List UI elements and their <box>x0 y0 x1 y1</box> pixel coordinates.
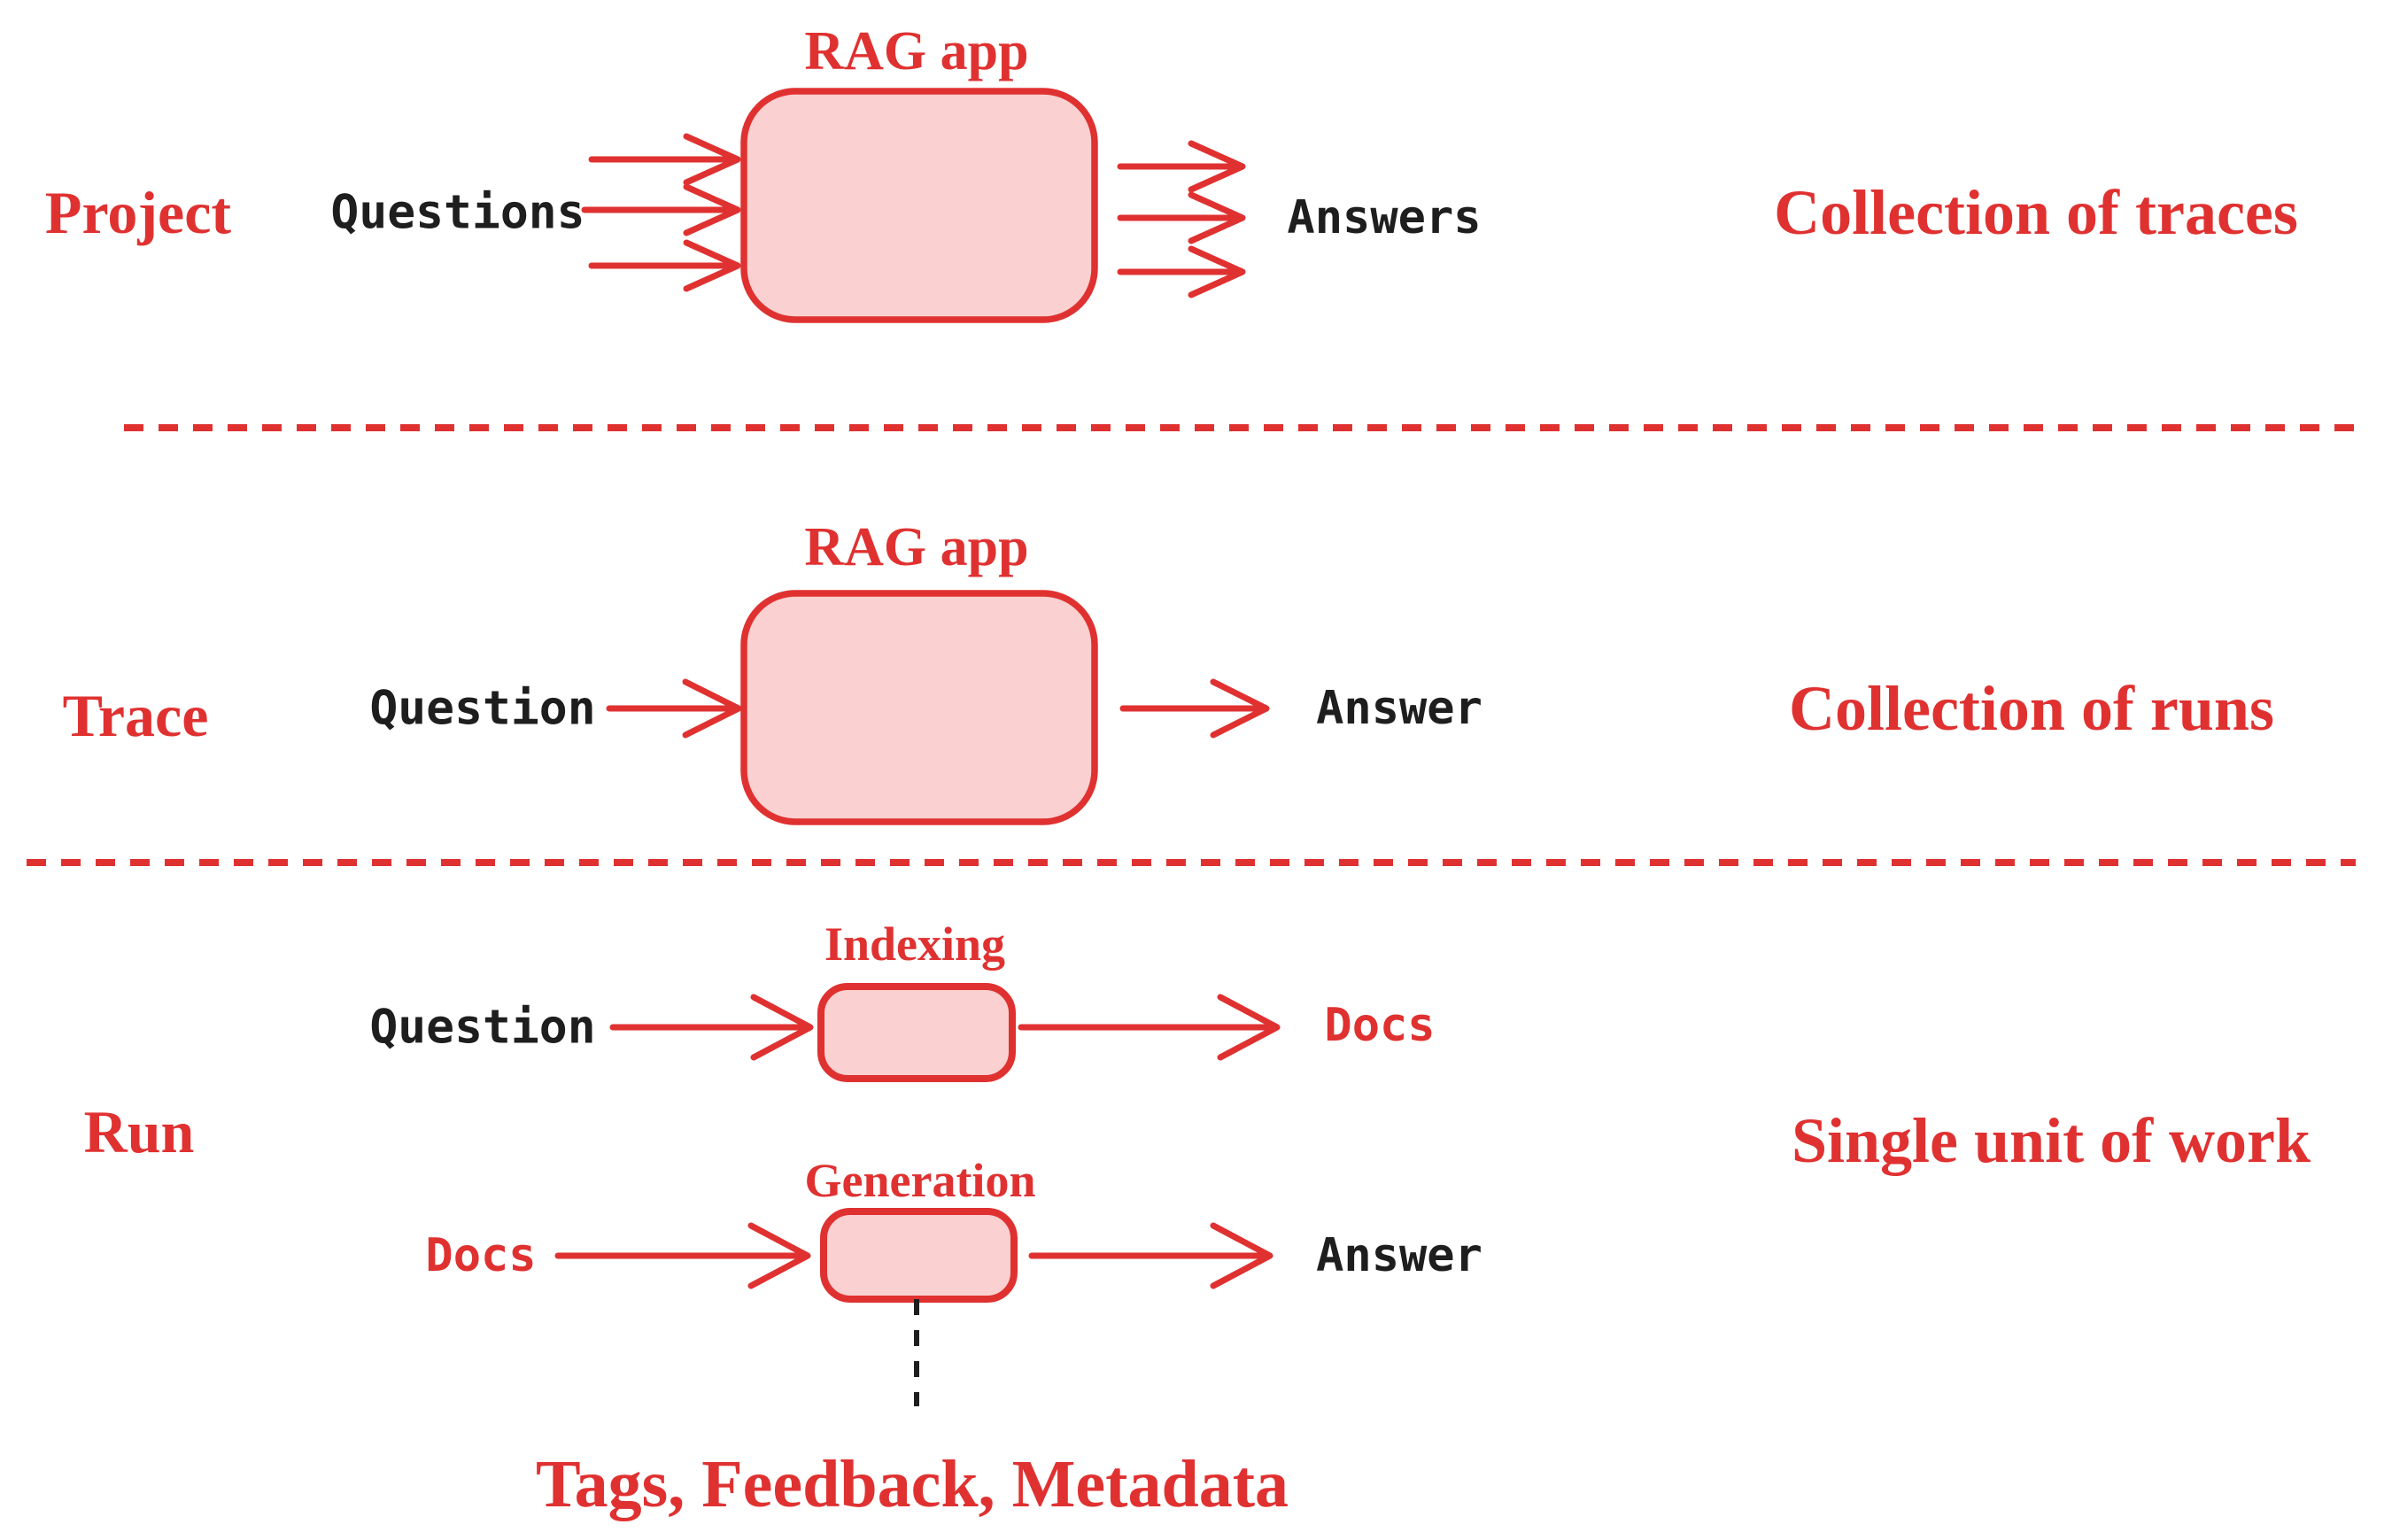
generation-box-label: Generation <box>804 1154 1036 1207</box>
arrow-icon <box>588 133 741 186</box>
trace-box-label: RAG app <box>804 517 1029 577</box>
arrow-icon <box>581 183 741 236</box>
indexing-input-arrow <box>609 994 814 1061</box>
trace-output-arrow <box>1119 678 1270 739</box>
project-rag-app-box <box>740 88 1098 323</box>
indexing-input-label: Question <box>369 1000 596 1055</box>
project-input-arrows <box>581 133 741 292</box>
arrow-icon <box>588 239 741 292</box>
trace-row-label: Trace <box>62 682 209 749</box>
indexing-box <box>817 983 1016 1082</box>
generation-input-label: Docs <box>425 1229 537 1282</box>
project-row-label: Project <box>44 179 232 246</box>
trace-output-label: Answer <box>1316 682 1482 735</box>
run-annotation-label: Tags, Feedback, Metadata <box>535 1447 1289 1521</box>
arrow-icon <box>1117 245 1246 298</box>
arrow-icon <box>1117 140 1246 193</box>
generation-output-label: Answer <box>1316 1229 1482 1282</box>
trace-side-note: Collection of runs <box>1789 673 2274 744</box>
trace-rag-app-box <box>740 590 1098 825</box>
project-input-label: Questions <box>330 185 585 240</box>
arrow-icon <box>1117 191 1246 244</box>
project-output-label: Answers <box>1287 191 1482 244</box>
indexing-box-label: Indexing <box>824 917 1006 971</box>
project-side-note: Collection of traces <box>1774 177 2298 248</box>
trace-input-label: Question <box>369 681 596 736</box>
project-box-label: RAG app <box>804 21 1029 81</box>
indexing-output-label: Docs <box>1324 999 1436 1052</box>
run-side-note: Single unit of work <box>1791 1105 2311 1176</box>
run-row-label: Run <box>83 1098 195 1165</box>
generation-input-arrow <box>554 1222 811 1289</box>
project-output-arrows <box>1117 140 1246 298</box>
indexing-output-arrow <box>1018 994 1281 1061</box>
trace-input-arrow <box>606 678 742 739</box>
generation-output-arrow <box>1028 1222 1273 1289</box>
generation-box <box>820 1208 1018 1303</box>
